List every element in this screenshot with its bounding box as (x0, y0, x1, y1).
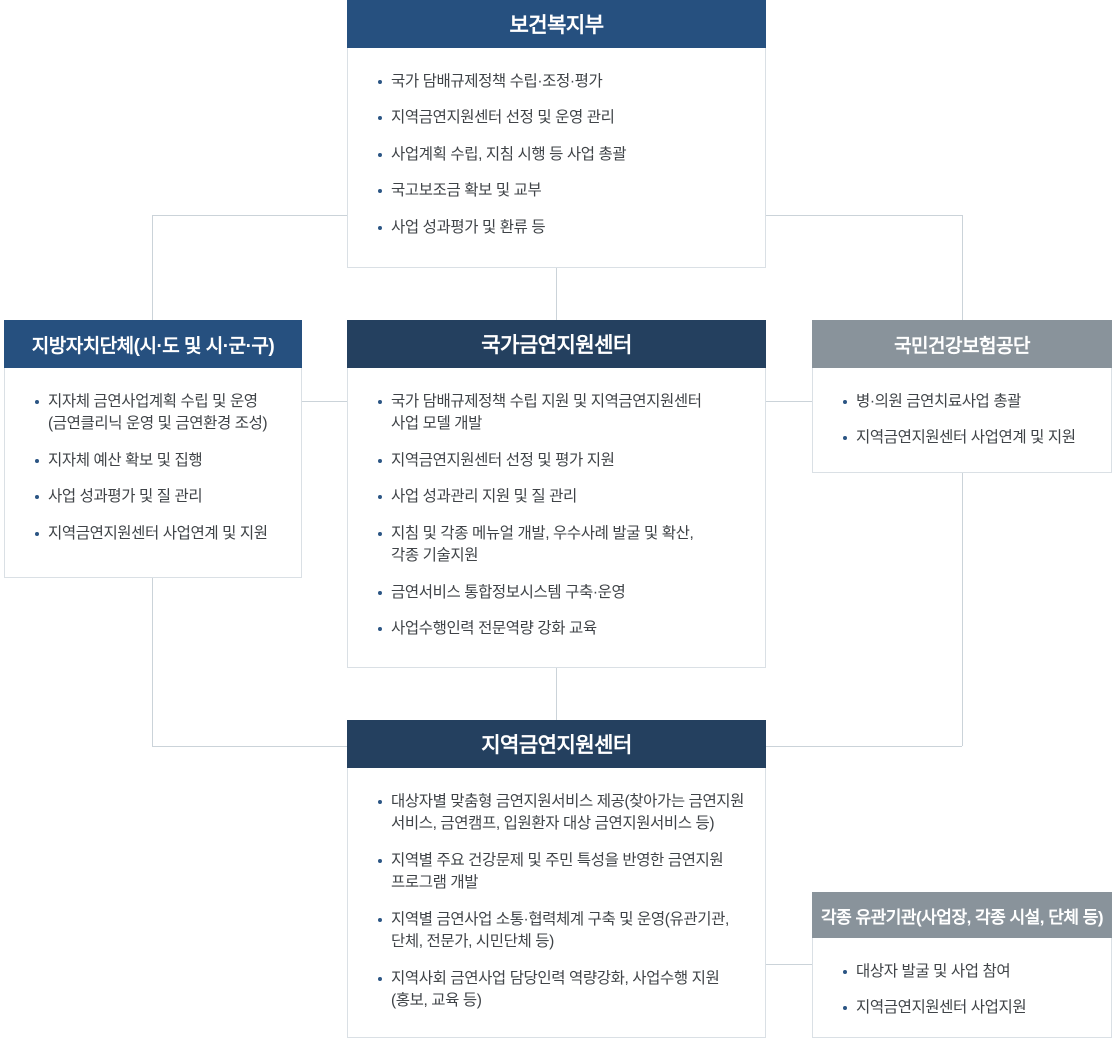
bullet-item: 지침 및 각종 메뉴얼 개발, 우수사례 발굴 및 확산, 각종 기술지원 (378, 523, 745, 568)
bullet-item: 지역금연지원센터 사업지원 (843, 997, 1091, 1019)
bullet-item: 지역금연지원센터 사업연계 및 지원 (843, 427, 1091, 449)
bullet-item: 지자체 금연사업계획 수립 및 운영 (금연클리닉 운영 및 금연환경 조성) (35, 391, 281, 436)
org-box-related-orgs: 각종 유관기관(사업장, 각종 시설, 단체 등) 대상자 발굴 및 사업 참여… (812, 892, 1112, 1038)
connector-national-to-regional (556, 668, 557, 720)
connector-bottom-left-vertical (152, 578, 153, 746)
box-title-related-orgs: 각종 유관기관(사업장, 각종 시설, 단체 등) (812, 892, 1112, 938)
box-title-regional-center: 지역금연지원센터 (347, 720, 766, 768)
connector-localgov-to-national (302, 401, 347, 402)
bullet-item: 사업 성과평가 및 환류 등 (378, 217, 745, 239)
bullet-item: 지역금연지원센터 선정 및 운영 관리 (378, 107, 745, 129)
connector-ministry-to-national (556, 268, 557, 320)
connector-bottom-right-vertical (962, 473, 963, 746)
box-title-ministry: 보건복지부 (347, 0, 766, 48)
connector-top-left-horizontal (152, 215, 347, 216)
bullet-item: 국가 담배규제정책 수립 지원 및 지역금연지원센터 사업 모델 개발 (378, 391, 745, 436)
box-title-nhis: 국민건강보험공단 (812, 320, 1112, 368)
bullet-item: 대상자별 맞춤형 금연지원서비스 제공(찾아가는 금연지원 서비스, 금연캠프,… (378, 791, 745, 836)
bullet-item: 지역금연지원센터 선정 및 평가 지원 (378, 450, 745, 472)
bullet-item: 사업 성과평가 및 질 관리 (35, 486, 281, 508)
org-box-regional-center: 지역금연지원센터 대상자별 맞춤형 금연지원서비스 제공(찾아가는 금연지원 서… (347, 720, 766, 1038)
bullet-item: 사업수행인력 전문역량 강화 교육 (378, 618, 745, 640)
bullet-item: 지역별 주요 건강문제 및 주민 특성을 반영한 금연지원 프로그램 개발 (378, 850, 745, 895)
connector-regional-to-related (766, 964, 812, 965)
org-box-local-gov: 지방자치단체(시·도 및 시·군·구) 지자체 금연사업계획 수립 및 운영 (… (4, 320, 302, 578)
bullet-item: 지역사회 금연사업 담당인력 역량강화, 사업수행 지원 (홍보, 교육 등) (378, 968, 745, 1013)
bullet-item: 지역금연지원센터 사업연계 및 지원 (35, 523, 281, 545)
bullet-item: 지역별 금연사업 소통·협력체계 구축 및 운영(유관기관, 단체, 전문가, … (378, 909, 745, 954)
bullet-item: 병·의원 금연치료사업 총괄 (843, 391, 1091, 413)
box-title-national-center: 국가금연지원센터 (347, 320, 766, 368)
bullet-item: 사업계획 수립, 지침 시행 등 사업 총괄 (378, 144, 745, 166)
connector-national-to-nhis (766, 401, 812, 402)
connector-bottom-left-horizontal (152, 746, 347, 747)
bullet-item: 사업 성과관리 지원 및 질 관리 (378, 486, 745, 508)
bullet-item: 지자체 예산 확보 및 집행 (35, 450, 281, 472)
org-box-national-center: 국가금연지원센터 국가 담배규제정책 수립 지원 및 지역금연지원센터 사업 모… (347, 320, 766, 668)
bullet-item: 국가 담배규제정책 수립·조정·평가 (378, 71, 745, 93)
bullet-item: 금연서비스 통합정보시스템 구축·운영 (378, 582, 745, 604)
connector-top-left-vertical (152, 215, 153, 320)
box-items-regional-center: 대상자별 맞춤형 금연지원서비스 제공(찾아가는 금연지원 서비스, 금연캠프,… (347, 768, 766, 1038)
bullet-item: 국고보조금 확보 및 교부 (378, 180, 745, 202)
box-items-local-gov: 지자체 금연사업계획 수립 및 운영 (금연클리닉 운영 및 금연환경 조성) 지… (4, 368, 302, 578)
connector-bottom-right-horizontal (766, 746, 962, 747)
box-title-local-gov: 지방자치단체(시·도 및 시·군·구) (4, 320, 302, 368)
connector-top-right-horizontal (766, 215, 962, 216)
connector-top-right-vertical (962, 215, 963, 320)
bullet-item: 대상자 발굴 및 사업 참여 (843, 961, 1091, 983)
